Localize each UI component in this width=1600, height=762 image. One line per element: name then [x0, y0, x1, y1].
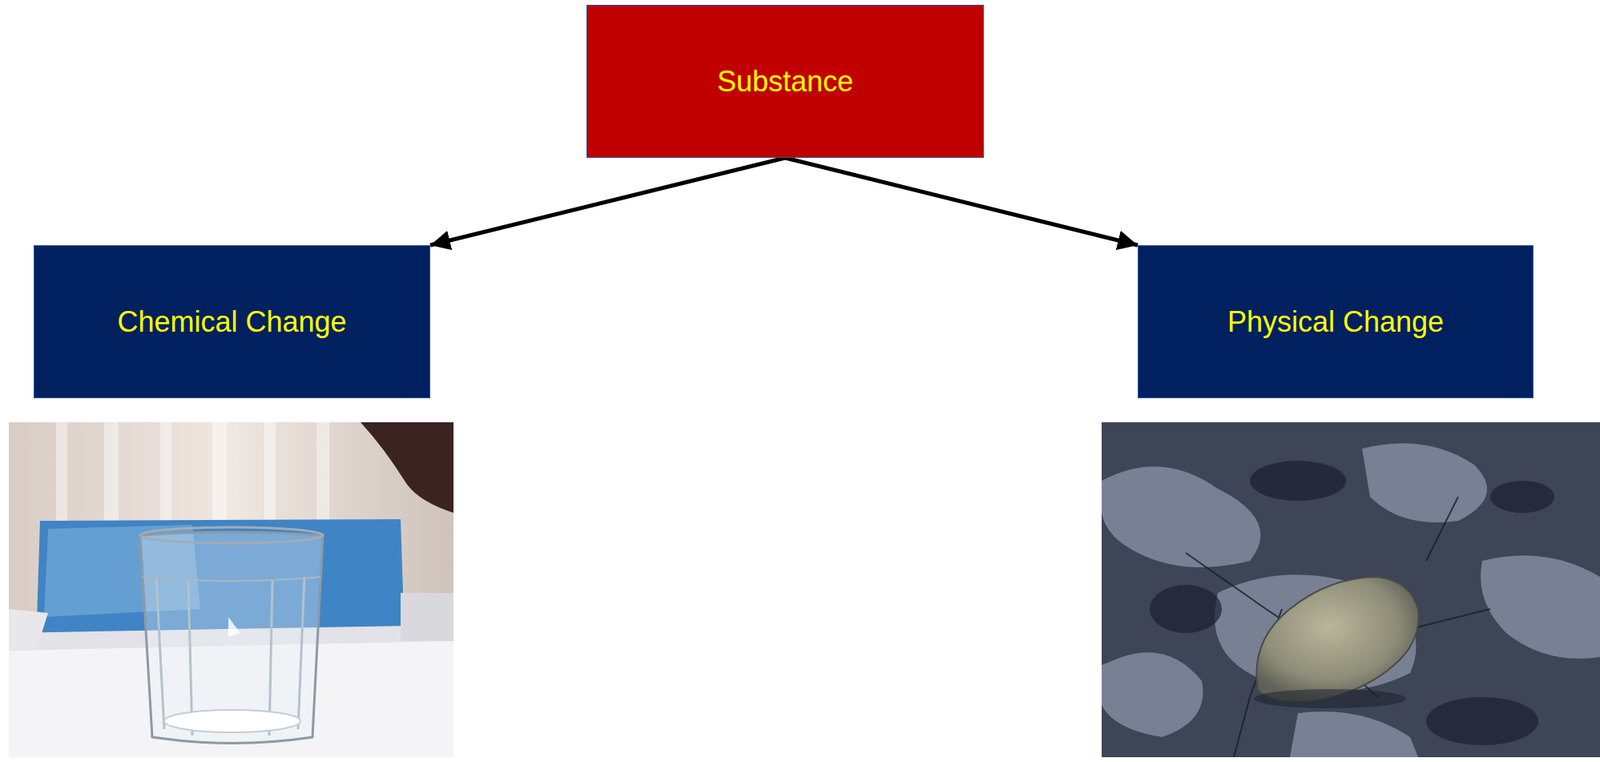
rock-photo — [1101, 422, 1600, 758]
glass-photo — [8, 422, 454, 758]
root-box: Substance — [586, 4, 984, 158]
change-box: Chemical Change — [33, 245, 431, 399]
node-label: Physical Change — [1227, 304, 1444, 339]
node-label: Chemical Change — [116, 304, 347, 339]
arrow-connector — [430, 157, 786, 246]
change-box: Physical Change — [1137, 245, 1534, 399]
arrow-connector — [785, 157, 1138, 246]
node-label: Substance — [717, 64, 854, 99]
